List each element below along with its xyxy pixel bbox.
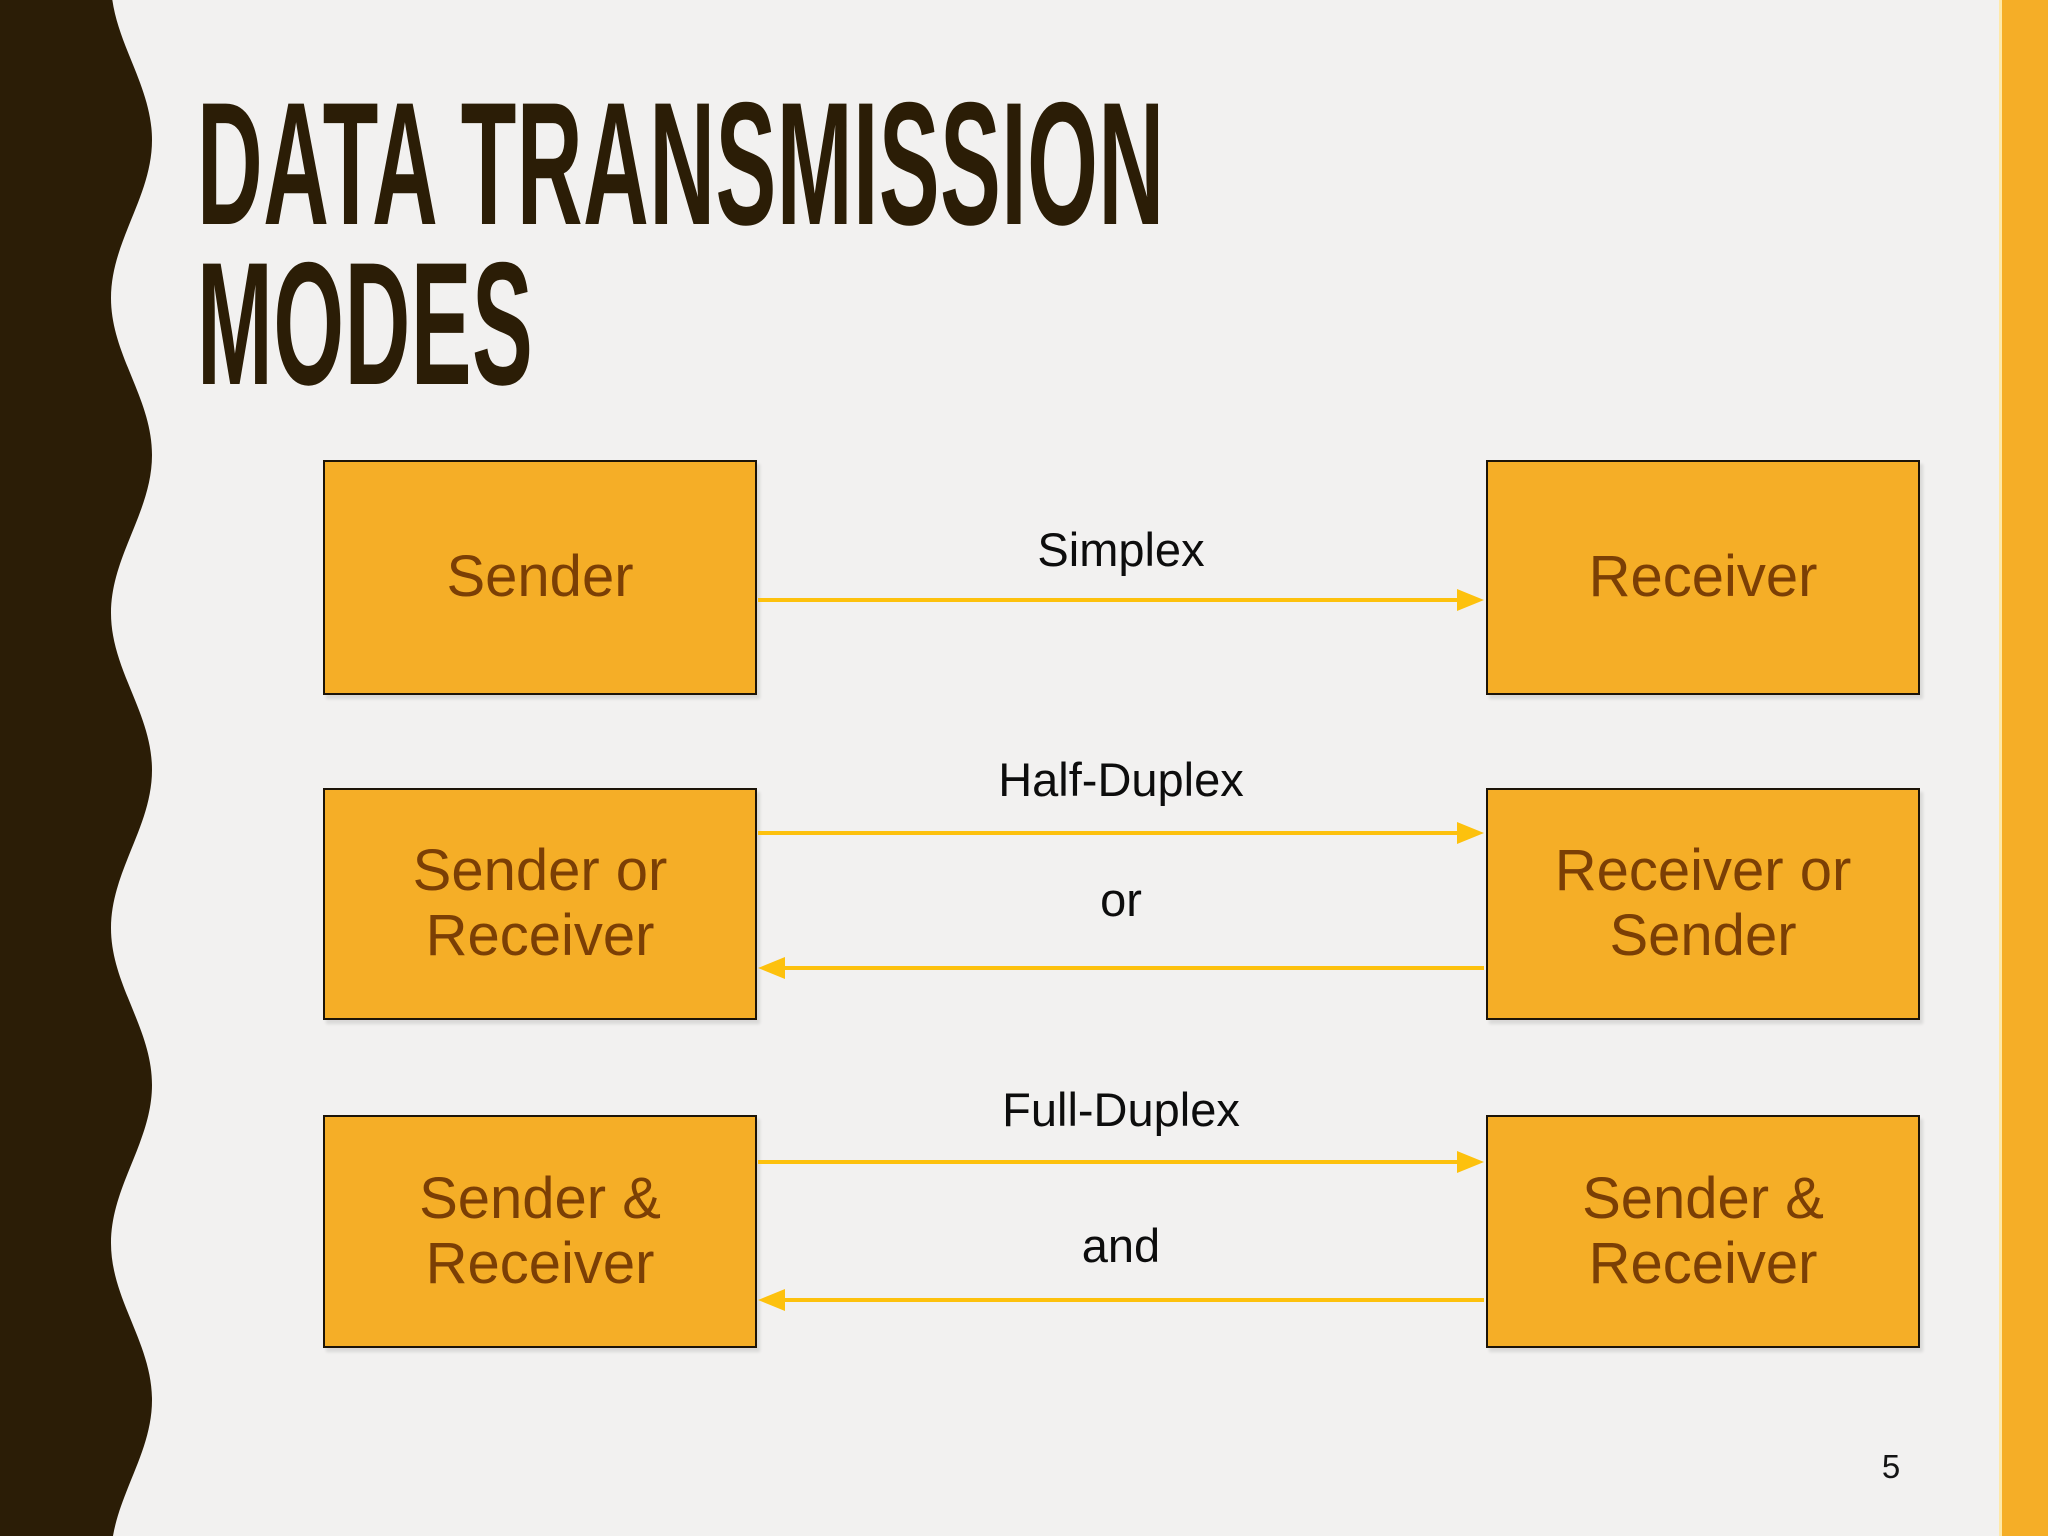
half-duplex-left-label: Sender or Receiver (412, 838, 668, 968)
wave-band-decoration (0, 0, 152, 1536)
half-duplex-left-box: Sender or Receiver (323, 788, 757, 1020)
simplex-receiver-box: Receiver (1486, 460, 1920, 695)
half-duplex-mode-label: Half-Duplex (998, 753, 1244, 806)
arrow-head-left-icon (758, 1289, 785, 1311)
full-duplex-arrow-left (758, 1289, 1484, 1311)
arrow-head-left-icon (758, 957, 785, 979)
full-duplex-mode-label: Full-Duplex (1002, 1083, 1240, 1136)
title-line-2: MODES (197, 227, 534, 422)
full-duplex-left-label: Sender & Receiver (419, 1165, 661, 1296)
full-duplex-connector-label: and (1081, 1219, 1161, 1272)
page-number: 5 (1881, 1448, 1901, 1485)
arrow-shaft (758, 831, 1460, 835)
full-duplex-arrow-right (758, 1151, 1484, 1173)
simplex-mode-label: Simplex (1037, 523, 1205, 576)
arrow-shaft (782, 1298, 1484, 1302)
half-duplex-right-label: Receiver or Sender (1554, 838, 1852, 968)
simplex-receiver-label: Receiver (1588, 544, 1818, 610)
arrow-head-right-icon (1457, 1151, 1484, 1173)
simplex-arrow-right (758, 589, 1484, 611)
arrow-head-right-icon (1457, 589, 1484, 611)
half-duplex-arrow-right (758, 822, 1484, 844)
arrow-shaft (758, 1160, 1460, 1164)
full-duplex-right-box: Sender & Receiver (1486, 1115, 1920, 1348)
arrow-shaft (758, 598, 1460, 602)
title-line-1: DATA TRANSMISSION (197, 67, 1165, 262)
arrow-head-right-icon (1457, 822, 1484, 844)
simplex-sender-box: Sender (323, 460, 757, 695)
simplex-sender-label: Sender (446, 544, 634, 610)
full-duplex-right-label: Sender & Receiver (1582, 1165, 1824, 1296)
arrow-shaft (782, 966, 1484, 970)
half-duplex-arrow-left (758, 957, 1484, 979)
half-duplex-connector-label: or (1100, 873, 1142, 926)
side-bar-decoration (1999, 0, 2048, 1536)
full-duplex-left-box: Sender & Receiver (323, 1115, 757, 1348)
half-duplex-right-box: Receiver or Sender (1486, 788, 1920, 1020)
page-title: DATA TRANSMISSION MODES (197, 67, 2048, 422)
